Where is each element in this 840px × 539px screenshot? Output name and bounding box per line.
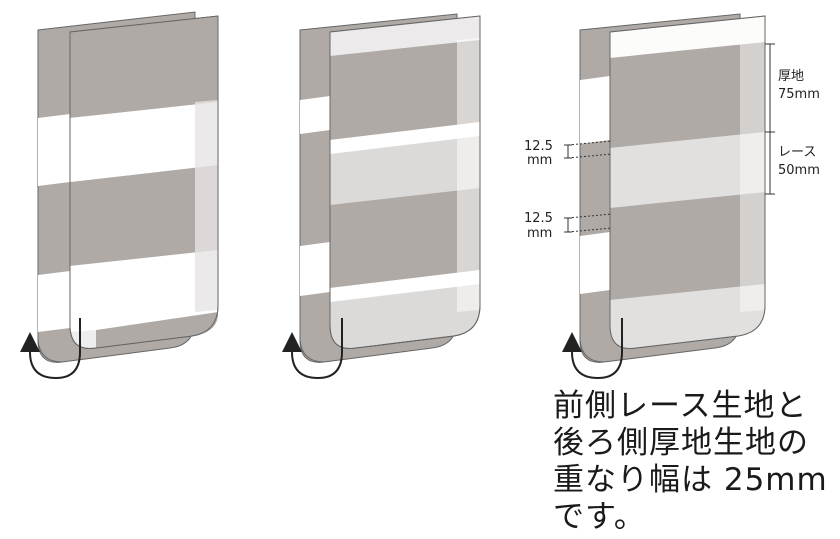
back-white-stripe	[580, 76, 610, 144]
side-shade	[740, 40, 765, 312]
figure-1-fabric-fold	[20, 11, 219, 380]
front-dark-stripe	[330, 40, 480, 140]
front-dark-stripe	[96, 312, 218, 348]
overlap-guide-line	[567, 153, 613, 159]
thick-fabric-value: 75mm	[778, 87, 820, 102]
front-dark-stripe	[610, 192, 765, 300]
front-light-band	[330, 270, 480, 302]
front-top-light	[610, 16, 765, 58]
curl-arrow-icon	[20, 318, 81, 380]
front-dark-stripe	[70, 16, 218, 118]
dimension-markers	[564, 43, 775, 233]
lace-fabric-value: 50mm	[778, 163, 820, 178]
front-top-light	[330, 16, 480, 56]
front-light-band	[330, 122, 480, 154]
side-shade	[195, 100, 218, 312]
front-dark-stripe	[330, 188, 480, 288]
overlap-unit-1: mm	[527, 153, 552, 168]
caption-line: 後ろ側厚地生地の	[553, 425, 809, 461]
figure-3-fabric-fold	[562, 13, 766, 380]
front-light-band	[70, 102, 218, 182]
front-dark-stripe	[70, 165, 218, 266]
overlap-guide-line	[567, 227, 613, 233]
lace-fabric-label: レース	[778, 145, 816, 160]
overlap-value-2: 12.5	[524, 211, 553, 226]
curl-arrow-icon	[282, 318, 343, 380]
front-panel-outline	[609, 15, 766, 350]
back-white-stripe	[300, 242, 330, 296]
back-white-stripe	[580, 232, 610, 294]
explanation-caption: 前側レース生地と 後ろ側厚地生地の 重なり幅は 25mm です。	[553, 388, 833, 536]
front-dark-stripe	[610, 42, 765, 148]
front-light-band	[610, 284, 765, 349]
front-panel-outline	[329, 15, 481, 350]
front-light-band	[70, 250, 218, 332]
back-white-stripe	[38, 114, 70, 186]
caption-line: です。	[553, 499, 646, 535]
overlap-value-1: 12.5	[524, 139, 553, 154]
thick-fabric-label: 厚地	[778, 69, 804, 84]
caption-line: 重なり幅は 25mm	[553, 462, 828, 498]
back-white-stripe	[38, 271, 70, 332]
overlap-unit-2: mm	[527, 226, 552, 241]
front-light-band	[610, 132, 765, 208]
overlap-guide-line	[567, 140, 613, 146]
figure-2-fabric-fold	[282, 13, 481, 380]
curl-arrow-icon	[562, 318, 623, 380]
front-panel-outline	[69, 15, 219, 350]
overlap-guide-line	[567, 213, 613, 219]
caption-line: 前側レース生地と	[553, 388, 808, 424]
side-shade	[457, 38, 480, 312]
back-white-stripe	[300, 96, 330, 134]
